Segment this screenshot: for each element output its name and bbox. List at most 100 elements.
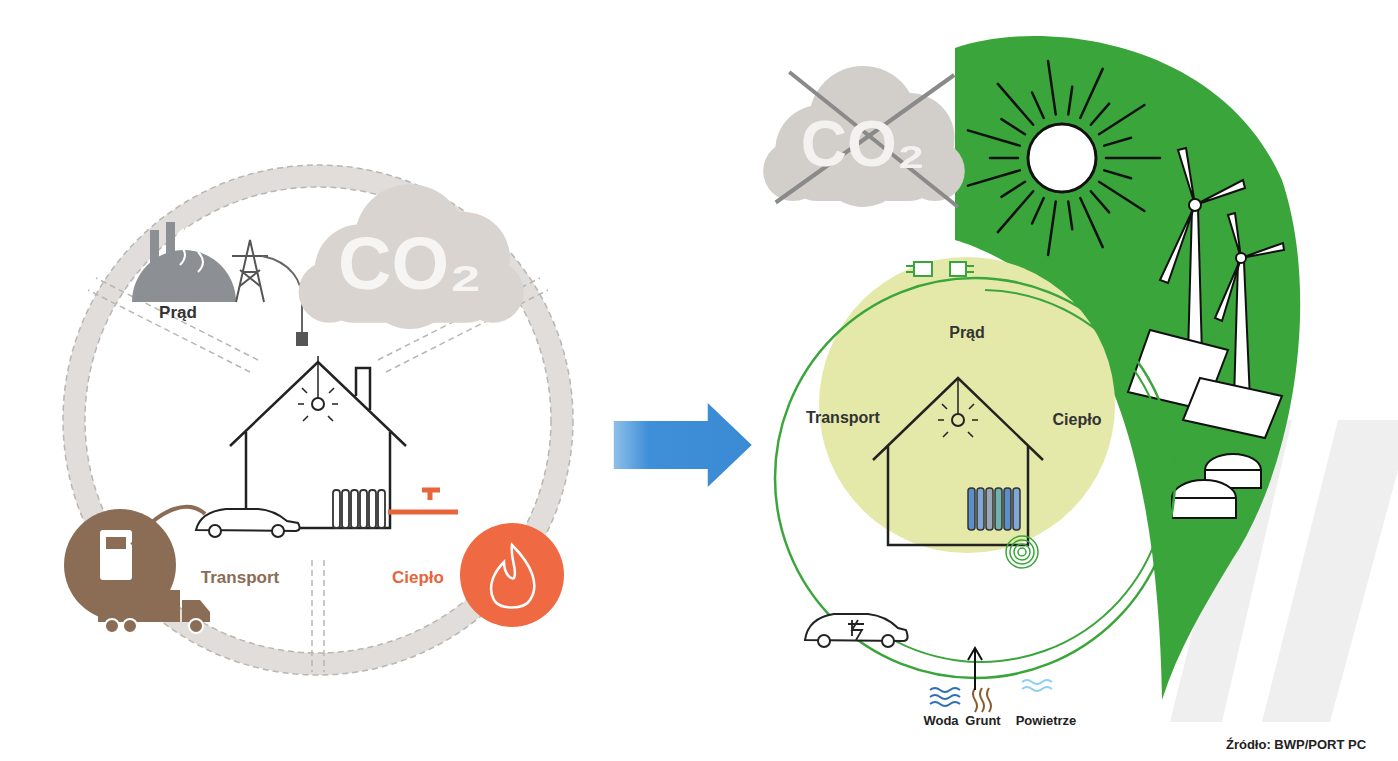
sun-ray <box>1080 69 1102 118</box>
truck-body <box>98 590 180 622</box>
co2-cloud: CO₂ <box>766 60 960 210</box>
power-pylon <box>232 240 268 302</box>
wind-turbine <box>1241 243 1284 258</box>
heat-source-label: Woda <box>923 713 958 728</box>
source-label-holder: Powietrze <box>1016 711 1077 729</box>
sun-ray <box>1091 191 1109 212</box>
text-holder: Transport <box>806 409 880 427</box>
co2-label: CO₂ <box>801 108 925 180</box>
sector-label: Transport <box>201 568 279 587</box>
truck-wheel <box>189 619 203 633</box>
sun-ray <box>1001 182 1025 197</box>
biogas-dome <box>1205 469 1261 471</box>
light-bulb <box>312 398 324 410</box>
heat-pump-coil <box>1014 544 1030 560</box>
water-ground-air-icons <box>930 688 960 706</box>
illustration <box>63 165 573 675</box>
flame-icon <box>491 545 534 608</box>
sun-ray <box>1048 202 1056 255</box>
sun-ray <box>1032 198 1044 223</box>
power-wire <box>262 256 302 332</box>
radiator-fin <box>351 490 358 528</box>
water-ground-air-icons <box>973 688 991 712</box>
house-outline <box>873 378 1043 545</box>
sun-ray <box>1099 105 1144 134</box>
grey-stripes <box>1262 420 1398 722</box>
biogas-dome <box>1172 480 1236 518</box>
text-holder: Ciepło <box>1053 411 1102 429</box>
sun-ray <box>968 130 1020 145</box>
flow-arrow <box>614 403 752 487</box>
sun-ray <box>1099 182 1144 211</box>
text-holder: Transport <box>201 569 279 588</box>
green-loop <box>880 290 1167 662</box>
sun-ray <box>1104 170 1131 178</box>
fuel-hose <box>132 507 205 545</box>
bulb-rays <box>938 380 978 437</box>
radiator-fin <box>369 490 376 528</box>
light-bulb <box>952 414 964 426</box>
caption-holder: Źródło: BWP/PORT PC <box>1226 735 1366 753</box>
radiator-fin <box>378 490 385 528</box>
radiator-fin <box>342 490 349 528</box>
smoke <box>177 229 203 272</box>
sector-label: Ciepło <box>392 568 444 587</box>
cross-out <box>776 72 958 207</box>
wind-turbine <box>1160 205 1195 283</box>
sun-ray <box>1080 198 1102 247</box>
radiator-fin <box>977 488 984 530</box>
sun-icon <box>1028 124 1096 192</box>
chimney <box>166 222 175 277</box>
sun-ray <box>1104 138 1131 146</box>
text-holder: CO₂ <box>801 109 925 179</box>
wind-turbine <box>1234 262 1250 400</box>
radiator-fin <box>1004 488 1011 530</box>
sector-label: Prąd <box>159 303 197 322</box>
gas-flame-circle <box>460 523 564 627</box>
biogas-dome <box>1172 497 1236 499</box>
wind-turbine <box>1195 180 1245 205</box>
bulb-rays <box>298 356 338 421</box>
radiator-fin <box>1013 488 1020 530</box>
cloud-shape <box>763 66 965 207</box>
wheel <box>882 635 894 647</box>
sun-icon <box>968 61 1160 255</box>
charge-symbol <box>848 620 864 640</box>
sun-ray <box>998 84 1033 125</box>
sun-ray <box>1091 104 1109 125</box>
sun-ray <box>990 157 1018 160</box>
wind-turbine <box>1189 199 1201 211</box>
heat-arrow <box>968 648 982 690</box>
sun-ray <box>1001 119 1025 134</box>
chimney <box>150 230 159 280</box>
wheel <box>209 525 221 537</box>
biogas-dome <box>1172 454 1261 518</box>
sun-ray <box>1106 157 1160 160</box>
wind-turbine <box>1178 148 1195 205</box>
truck-wheel <box>105 619 119 633</box>
heat-pump-coil <box>1018 548 1026 556</box>
sun-ray <box>968 170 1020 185</box>
radiator-fin <box>360 490 367 528</box>
ring-dash <box>63 165 573 675</box>
text-holder: Prąd <box>949 324 985 342</box>
sector-label: Prąd <box>949 324 985 341</box>
solar-panel <box>1183 378 1282 438</box>
sun-icon <box>968 61 1160 255</box>
water-ground-air-icons <box>1022 680 1052 691</box>
sun-ray <box>1032 93 1044 118</box>
heat-pump-coil <box>1010 540 1034 564</box>
plug-icon <box>906 262 974 276</box>
sector-label: Ciepło <box>1053 411 1102 428</box>
sun-ray <box>1048 61 1056 114</box>
pump-screen <box>106 537 126 549</box>
cloud-shape <box>299 184 524 329</box>
sun-ray <box>998 191 1033 232</box>
wind-turbine <box>1236 253 1246 263</box>
radiator-fin <box>995 488 1002 530</box>
fuel-pump <box>100 530 132 580</box>
green-circle <box>775 278 1175 678</box>
heat-source-label: Grunt <box>965 713 1000 728</box>
radiator-fin <box>986 488 993 530</box>
wheel <box>818 635 830 647</box>
